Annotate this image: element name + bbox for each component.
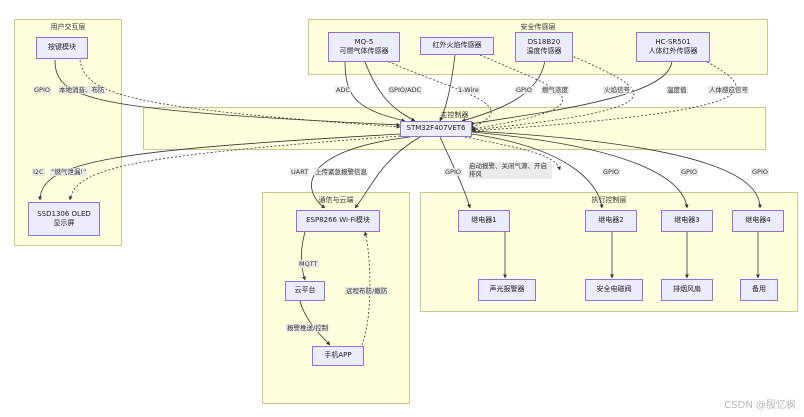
sound-light-alarm-node: 声光报警器 xyxy=(478,279,536,301)
edge-key-stm32-local xyxy=(79,59,401,129)
edge-stm32-relay4 xyxy=(471,130,762,209)
ds18b20-sensor-node: DS18B20 温度传感器 xyxy=(515,32,573,62)
edge-stm32-relay2 xyxy=(471,133,604,209)
cluster-sensors-title: 安全传感层 xyxy=(520,23,556,31)
solenoid-valve-node: 安全电磁阀 xyxy=(585,279,643,301)
spare-node: 备用 xyxy=(740,279,778,301)
cluster-comm-title: 通信与云端 xyxy=(318,196,354,204)
label-gas-concentration: 燃气浓度 xyxy=(541,86,569,95)
label-remote-arm: 远程布防/撤防 xyxy=(345,287,389,296)
edge-cloud-app xyxy=(299,300,331,346)
oled-display-node: SSD1306 OLED 显示屏 xyxy=(28,202,100,236)
edge-flame-stm32 xyxy=(439,54,456,122)
cluster-main-title: 主控制器 xyxy=(440,111,469,119)
csdn-watermark: CSDN @殷忆枫 xyxy=(724,400,796,411)
label-flame-1wire: 1-Wire xyxy=(457,86,480,95)
edge-human-sig xyxy=(471,57,737,133)
label-relay3-gpio: GPIO xyxy=(680,168,698,177)
label-ds-gpio: GPIO xyxy=(515,86,533,95)
label-mqtt: MQTT xyxy=(298,260,319,269)
label-oled-i2c: I2C xyxy=(32,168,45,177)
label-relay2-gpio: GPIO xyxy=(602,168,620,177)
label-key-gpio: GPIO xyxy=(33,86,51,95)
edge-flame-sig xyxy=(471,54,563,131)
phone-app-node: 手机APP xyxy=(312,346,364,366)
label-push-control: 报警推送/控制 xyxy=(286,324,330,333)
label-alarm-action: 启动报警、关闭气源、开启排风 xyxy=(468,162,552,179)
edge-mq5-stm32-gpioadc xyxy=(364,61,416,122)
cluster-exec-title: 执行控制层 xyxy=(591,196,627,204)
relay2-node: 继电器2 xyxy=(585,210,637,232)
label-human-signal: 人体感应信号 xyxy=(708,86,749,95)
relay4-node: 继电器4 xyxy=(732,210,784,232)
relay3-node: 继电器3 xyxy=(661,210,713,232)
edge-stm32-relay3 xyxy=(471,131,689,209)
edge-hc-stm32 xyxy=(469,59,673,126)
label-temperature-value: 温度值 xyxy=(666,86,688,95)
edge-stm32-oled-i2c xyxy=(38,133,401,201)
label-esp-upload: 上传紧急报警信息 xyxy=(314,168,368,177)
label-relay4-gpio: GPIO xyxy=(751,168,769,177)
flame-sensor-node: 红外火焰传感器 xyxy=(420,37,494,55)
exhaust-fan-node: 排烟风扇 xyxy=(661,279,713,301)
edge-ds-stm32 xyxy=(461,59,546,122)
edge-mq5-stm32-adc xyxy=(344,61,406,123)
cloud-platform-node: 云平台 xyxy=(285,281,325,301)
edge-stm32-relay1 xyxy=(439,136,471,209)
hcsr501-sensor-node: HC-SR501 人体红外传感器 xyxy=(636,32,710,62)
edge-temp-val xyxy=(471,54,634,132)
relay1-node: 继电器1 xyxy=(458,210,510,232)
key-module-node: 按键模块 xyxy=(36,37,88,59)
edge-key-stm32-gpio xyxy=(54,59,401,127)
edge-stm32-esp-upload xyxy=(354,136,421,209)
edge-esp-cloud xyxy=(300,231,306,281)
label-flame-signal: 火焰信号 xyxy=(603,86,631,95)
stm32-mcu-node: STM32F407VET6 xyxy=(400,121,472,137)
label-key-local: 本地消音、布防 xyxy=(58,86,106,95)
cluster-user-title: 用户交互层 xyxy=(50,23,86,31)
label-mq5-gpio-adc: GPIO/ADC xyxy=(388,86,423,95)
esp8266-node: ESP8266 Wi-Fi模块 xyxy=(296,210,380,232)
mq5-sensor-node: MQ-5 可燃气体传感器 xyxy=(328,32,400,62)
label-esp-uart: UART xyxy=(290,168,310,177)
label-relay1-gpio: GPIO xyxy=(444,168,462,177)
edge-mq5-gas xyxy=(384,59,492,129)
label-mq5-adc: ADC xyxy=(335,86,351,95)
label-oled-message: “燃气泄漏!” xyxy=(50,168,88,177)
